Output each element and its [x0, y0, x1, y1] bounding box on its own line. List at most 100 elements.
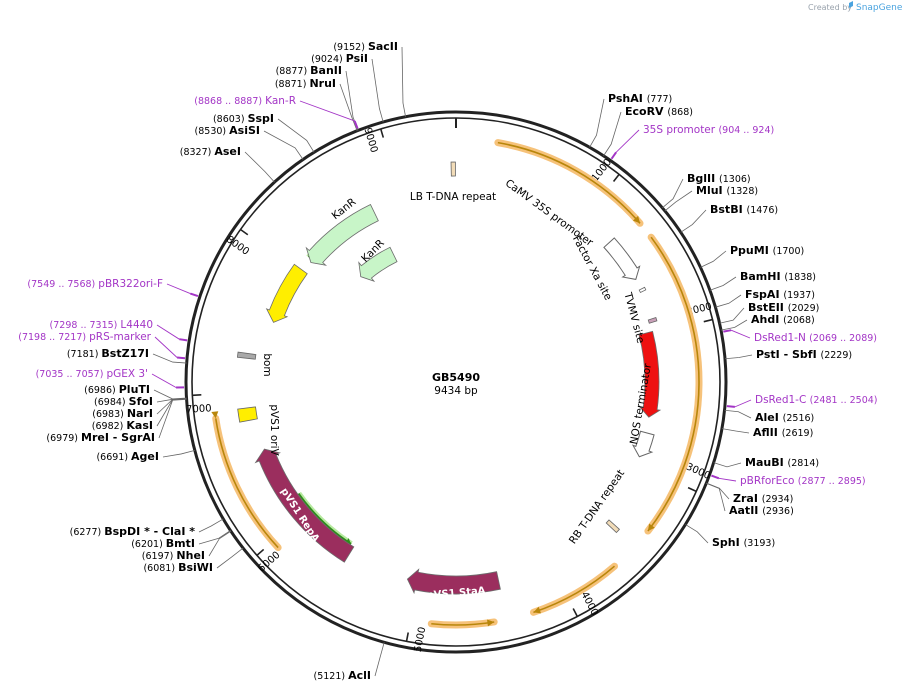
primer-label: (7298 .. 7315) L4440 [50, 319, 153, 331]
restriction-site-label: (8327) AseI [180, 145, 241, 158]
site-leader [263, 130, 304, 160]
restriction-site-label: (6081) BsiWI [143, 561, 213, 574]
site-position: (9152) [333, 42, 368, 53]
site-position: (2516) [783, 413, 815, 424]
site-name: NarI [127, 407, 153, 420]
restriction-site-label: MluI (1328) [696, 184, 758, 197]
tick-mark [405, 632, 410, 642]
primer-name: L4440 [120, 319, 153, 331]
site-leader [158, 398, 187, 439]
restriction-site-label: FspAI (1937) [745, 288, 815, 301]
site-position: (2619) [782, 428, 814, 439]
site-position: (6277) [70, 527, 105, 538]
rb-tdna-box [605, 519, 620, 534]
orf-arc-5 [214, 418, 279, 549]
primer-leader [156, 324, 180, 340]
site-position: (3193) [744, 538, 776, 549]
restriction-site-label: (8603) SspI [213, 112, 274, 125]
site-position: (2229) [821, 350, 853, 361]
site-name: BspDI * - ClaI * [104, 525, 195, 538]
site-name: BstZ17I [101, 347, 149, 360]
pvs1-repa-arrow [254, 448, 355, 563]
restriction-site-label: MauBI (2814) [745, 456, 819, 469]
site-name: BstEII [748, 301, 788, 314]
feature-label: RB T-DNA repeat [567, 468, 627, 547]
tick-mark [687, 486, 697, 493]
site-leader [700, 250, 727, 268]
site-position: (777) [647, 94, 673, 105]
primer-label: (7198 .. 7217) pRS-marker [18, 331, 151, 343]
site-position: (2934) [762, 494, 794, 505]
primer-range: (8868 .. 8887) [194, 96, 265, 107]
site-position: (8530) [195, 126, 230, 137]
primer-label: DsRed1-N (2069 .. 2089) [754, 332, 877, 344]
primer-leader [730, 329, 751, 339]
site-name: AclI [348, 669, 371, 682]
restriction-site-label: ZraI (2934) [733, 492, 793, 505]
primer-mark [726, 405, 735, 408]
restriction-site-label: BamHI (1838) [740, 270, 816, 283]
orf-arc-2-head [647, 523, 655, 532]
site-name: BsiWI [178, 561, 213, 574]
ori-arrow [265, 263, 308, 323]
site-name: AseI [214, 145, 241, 158]
orf-arc-1-head [632, 215, 641, 224]
restriction-site-label: BglII (1306) [687, 172, 751, 185]
feature-label: LB T-DNA repeat [410, 191, 496, 203]
primer-label: (7549 .. 7568) pBR322ori-F [27, 278, 163, 290]
primer-name: 35S promoter [643, 124, 718, 136]
site-position: (1700) [773, 246, 805, 257]
primer-label: pBRforEco (2877 .. 2895) [740, 475, 866, 487]
site-position: (1328) [726, 186, 758, 197]
restriction-site-label: (6197) NheI [142, 549, 205, 562]
site-leader [152, 353, 187, 364]
primer-mark [610, 151, 617, 160]
orf-arc-5-head [211, 411, 219, 419]
site-name: MluI [696, 184, 726, 197]
site-name: AsiSI [229, 124, 260, 137]
feature-label: DsRed2 [659, 329, 670, 372]
site-position: (6979) [46, 433, 81, 444]
restriction-site-label: (7181) BstZ17I [67, 347, 149, 360]
site-name: PluTI [119, 383, 150, 396]
primer-leader [151, 373, 177, 388]
orf-arc-layer [211, 139, 703, 629]
dsred2-arrow [638, 330, 662, 418]
site-name: PsiI [346, 52, 368, 65]
site-leader [706, 482, 726, 512]
site-position: (6691) [96, 452, 131, 463]
restriction-site-label: (9152) SacII [333, 40, 398, 53]
credit-brand: SnapGene [856, 3, 903, 13]
site-position: (9024) [311, 54, 346, 65]
restriction-site-label: (6982) KasI [92, 419, 153, 432]
feature-label: bom [261, 353, 273, 376]
orf-arc-3-head [533, 606, 542, 614]
site-position: (1838) [784, 272, 816, 283]
primer-mark [176, 356, 186, 360]
restriction-site-label: BstBI (1476) [710, 203, 778, 216]
tick-label: 7000 [186, 403, 212, 415]
primer-range: (2877 .. 2895) [798, 476, 866, 487]
site-position: (1306) [719, 174, 751, 185]
site-position: (868) [667, 107, 693, 118]
site-name: BmtI [166, 537, 195, 550]
primer-range: (7035 .. 7057) [36, 369, 107, 380]
site-leader [374, 642, 385, 677]
orf-arc-3-glow [529, 562, 619, 616]
primer-range: (7298 .. 7315) [50, 320, 121, 331]
feature-label: TVMV site [621, 290, 646, 344]
site-name: PpuMI [730, 244, 773, 257]
primer-mark [179, 338, 188, 342]
primer-mark [711, 474, 720, 480]
restriction-site-label: (6277) BspDI * - ClaI * [70, 525, 196, 538]
primer-label: DsRed1-C (2481 .. 2504) [755, 394, 878, 406]
primer-name: pBR322ori-F [98, 278, 163, 290]
site-name: MauBI [745, 456, 788, 469]
factor-xa-box [638, 286, 647, 294]
feature-label: pVS1 oriV [268, 404, 280, 456]
tvmv-box [647, 317, 658, 324]
bom-box [236, 351, 257, 360]
restriction-site-label: PstI - SbfI (2229) [756, 348, 852, 361]
site-position: (2068) [783, 315, 815, 326]
site-leader [345, 70, 359, 131]
